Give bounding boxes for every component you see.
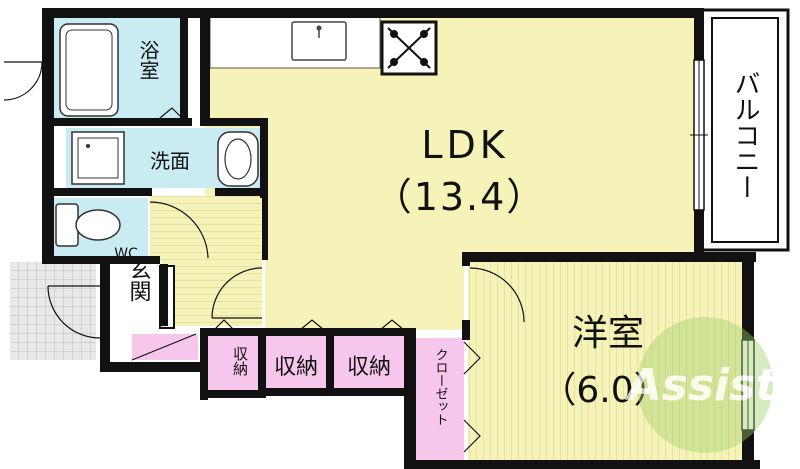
entrance-porch bbox=[10, 262, 96, 360]
toilet-bowl bbox=[75, 209, 121, 241]
ldk-size: （13.4） bbox=[374, 175, 547, 219]
storage-right-area bbox=[334, 334, 404, 388]
wash-basin bbox=[217, 131, 259, 187]
storage-right-name: 収納 bbox=[347, 355, 391, 380]
bath-name: 浴室 bbox=[136, 40, 160, 80]
assist-logo-watermark: Assist bbox=[625, 317, 779, 453]
wc-name: WC bbox=[114, 246, 138, 262]
entrance-name: 玄関 bbox=[126, 258, 151, 302]
stove bbox=[380, 20, 438, 76]
closet-area bbox=[414, 338, 464, 460]
toilet-tank bbox=[55, 203, 79, 247]
storage-small-area bbox=[208, 334, 258, 390]
balcony bbox=[698, 8, 790, 252]
entrance-floor bbox=[112, 262, 162, 332]
washroom-name: 洗面 bbox=[150, 149, 190, 173]
western-size: （6.0） bbox=[540, 370, 669, 411]
kitchen-sink bbox=[291, 21, 347, 61]
balcony-name: バルコニー bbox=[730, 70, 760, 200]
bathtub bbox=[59, 23, 119, 117]
ldk-name: LDK bbox=[421, 123, 508, 167]
western-floor bbox=[468, 262, 744, 462]
storage-mid-name: 収納 bbox=[274, 355, 318, 380]
washing-machine bbox=[71, 131, 125, 185]
storage-small-name: 収納 bbox=[231, 346, 249, 377]
closet-name: クローゼット bbox=[433, 348, 449, 426]
logo-text: Assist bbox=[625, 360, 779, 411]
doors bbox=[3, 61, 525, 453]
storage-mid-area bbox=[266, 334, 326, 388]
western-name: 洋室 bbox=[572, 313, 644, 354]
